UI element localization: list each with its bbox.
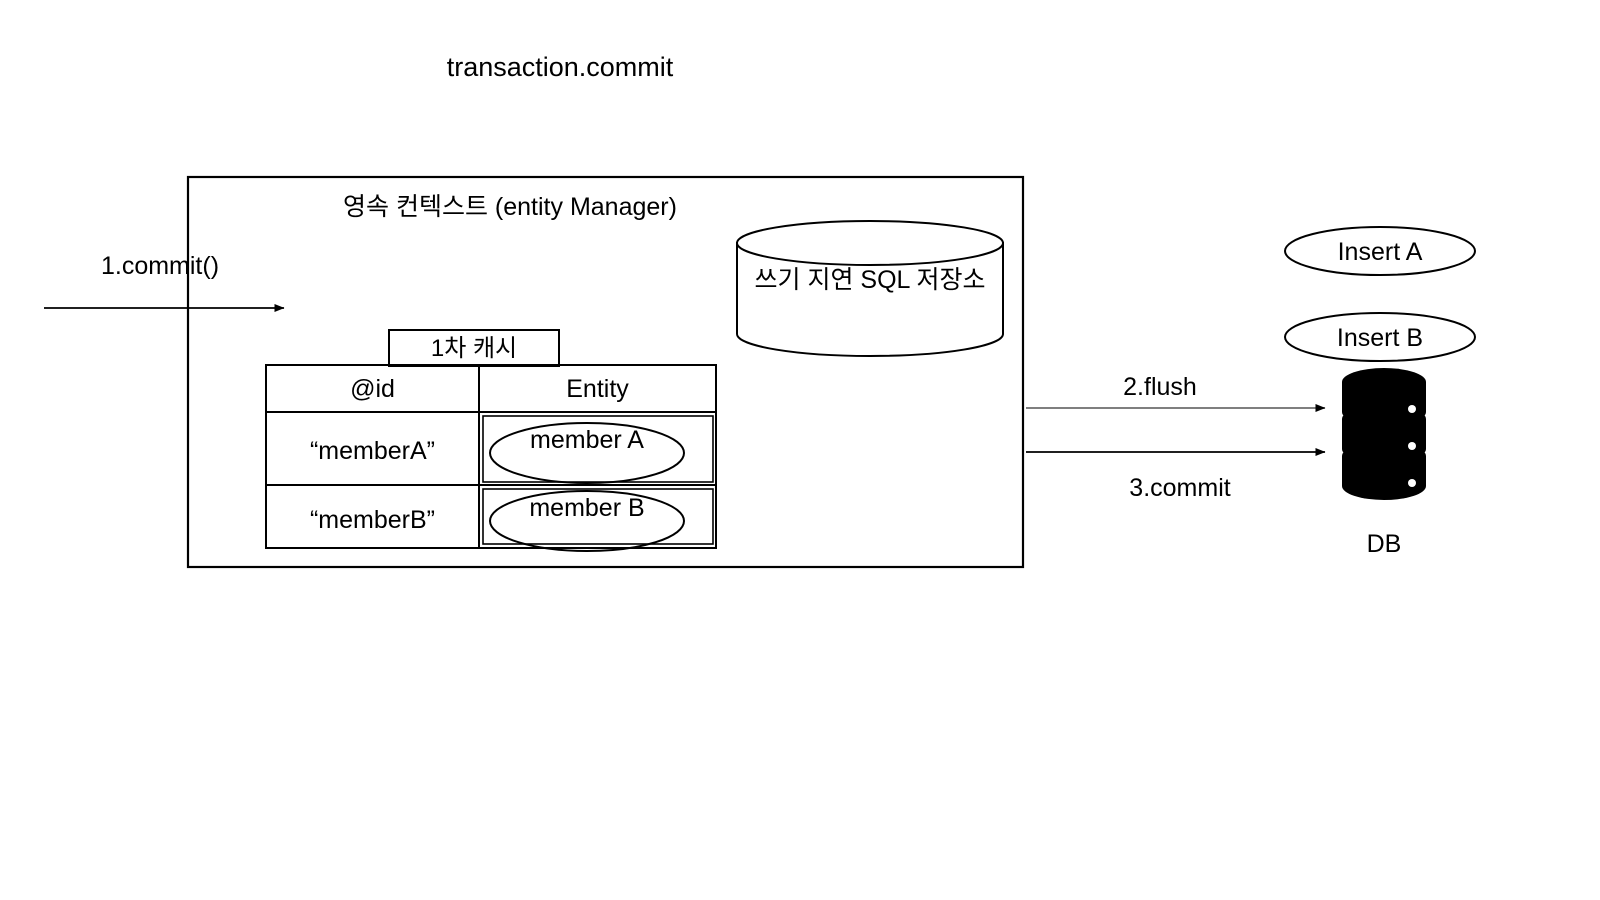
cache-row-entity-b: member B xyxy=(529,494,645,522)
database-icon xyxy=(1342,368,1426,500)
insert-a-label: Insert A xyxy=(1337,238,1423,266)
commit-in-arrow-label: 1.commit() xyxy=(100,252,220,280)
cache-table-outline xyxy=(265,364,717,549)
first-level-cache-table xyxy=(265,329,717,549)
entity-ellipse-member-a xyxy=(489,422,685,484)
diagram-title: transaction.commit xyxy=(446,52,674,82)
insert-a-ellipse xyxy=(1284,226,1476,276)
cache-caption-label: 1차 캐시 xyxy=(430,335,518,362)
cache-row-id-b: “memberB” xyxy=(309,506,435,534)
database-label: DB xyxy=(1366,530,1402,558)
flush-arrow-label: 2.flush xyxy=(1123,373,1197,401)
cache-row-entity-a: member A xyxy=(530,426,644,454)
cache-caption-box xyxy=(388,329,560,367)
write-behind-sql-store-cylinder xyxy=(736,220,1004,357)
cache-col-header-id: @id xyxy=(350,375,395,403)
write-behind-store-label: 쓰기 지연 SQL 저장소 xyxy=(754,266,986,294)
persistence-context-label: 영속 컨텍스트 (entity Manager) xyxy=(343,193,677,221)
entity-ellipse-member-b xyxy=(489,490,685,552)
insert-b-label: Insert B xyxy=(1336,324,1424,352)
insert-b-ellipse xyxy=(1284,312,1476,362)
cache-row-id-a: “memberA” xyxy=(309,437,435,465)
entity-cell-box-b xyxy=(482,488,714,545)
cache-col-header-entity: Entity xyxy=(566,375,629,403)
commit-db-arrow-label: 3.commit xyxy=(1129,474,1231,502)
